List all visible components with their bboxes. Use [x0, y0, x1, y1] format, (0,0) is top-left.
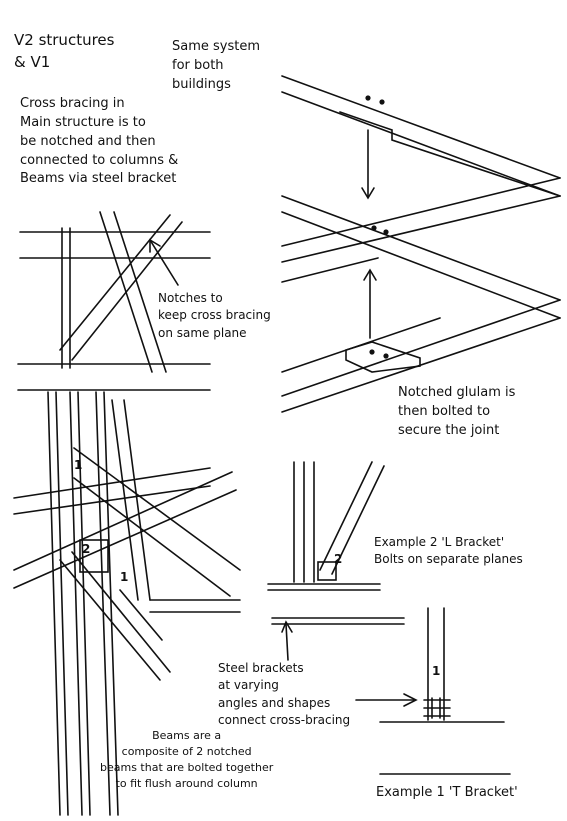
- glulam-notch-detail: [281, 75, 561, 413]
- note-line: Notched glulam is: [398, 385, 516, 400]
- note-line: at varying: [218, 678, 279, 693]
- note-line: then bolted to: [398, 403, 491, 419]
- note-line: for both: [172, 57, 224, 73]
- title-label: V2 structures & V1: [14, 30, 114, 74]
- note-line: Beams via steel bracket: [20, 171, 177, 187]
- main-joint-detail: [13, 391, 241, 816]
- note-line: Cross bracing in: [20, 96, 125, 111]
- note-line: angles and shapes: [218, 695, 331, 710]
- note-line: Beams are a: [152, 729, 222, 742]
- title-line2: & V1: [14, 52, 51, 71]
- l-bracket-detail: [267, 461, 405, 661]
- steel-brackets-note: Steel brackets at varying angles and sha…: [218, 660, 350, 730]
- member-number-2: 2: [82, 542, 91, 556]
- note-line: to fit flush around column: [115, 776, 258, 790]
- note-line: on same plane: [158, 325, 247, 340]
- notches-note: Notches to keep cross bracing on same pl…: [158, 290, 271, 342]
- cross-bracing-note: Cross bracing in Main structure is to be…: [20, 95, 178, 189]
- note-line: connected to columns &: [20, 152, 179, 168]
- note-line: Example 2 'L Bracket': [374, 535, 505, 549]
- note-line: keep cross bracing: [158, 308, 271, 323]
- note-line: Same system: [172, 39, 261, 54]
- member-number-1-lower: 1: [120, 570, 129, 584]
- lbracket-number-2: 2: [334, 552, 343, 566]
- note-line: beams that are bolted together: [100, 760, 274, 774]
- note-line: connect cross-bracing: [218, 713, 351, 728]
- title-line1: V2 structures: [14, 31, 115, 49]
- t-bracket-detail: [355, 607, 511, 775]
- example2-note: Example 2 'L Bracket' Bolts on separate …: [374, 534, 523, 569]
- note-line: Bolts on separate planes: [374, 552, 523, 567]
- note-line: be notched and then: [20, 133, 156, 149]
- member-number-1: 1: [74, 458, 83, 472]
- note-line: Notches to: [158, 291, 223, 305]
- note-line: composite of 2 notched: [121, 744, 252, 758]
- example1-note: Example 1 'T Bracket': [376, 785, 518, 800]
- note-line: Steel brackets: [218, 661, 304, 675]
- same-system-note: Same system for both buildings: [172, 38, 260, 95]
- note-line: secure the joint: [398, 422, 500, 438]
- note-line: Main structure is to: [20, 114, 146, 130]
- beams-note: Beams are a composite of 2 notched beams…: [100, 728, 273, 792]
- notched-glulam-note: Notched glulam is then bolted to secure …: [398, 384, 515, 441]
- tbracket-number-1: 1: [432, 664, 441, 678]
- note-line: buildings: [172, 76, 231, 92]
- cross-bracing-detail: [17, 211, 211, 391]
